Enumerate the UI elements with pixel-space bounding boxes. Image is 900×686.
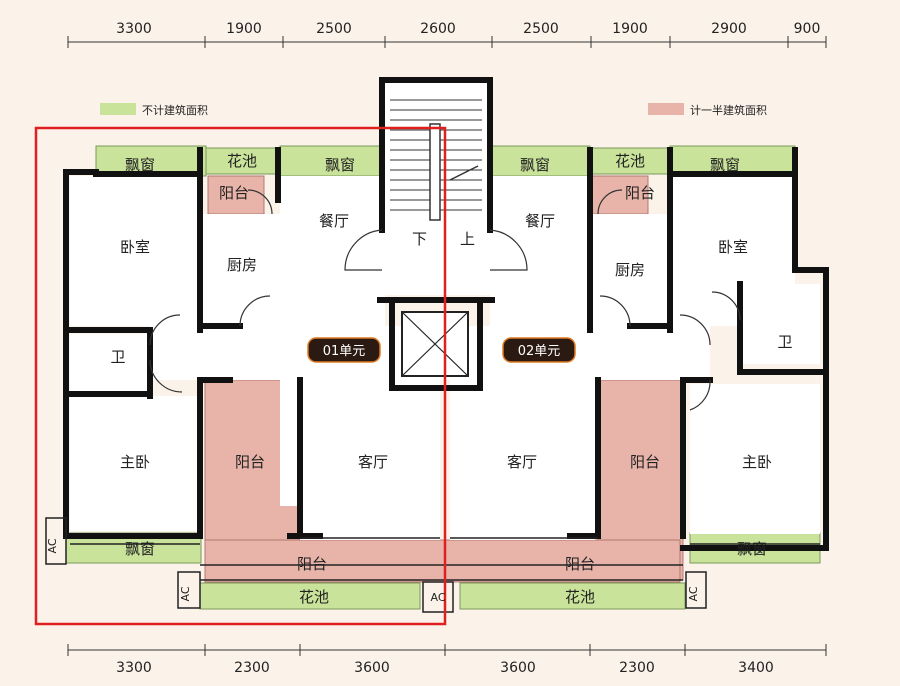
bottom-dim-3: 3600 (354, 660, 390, 676)
ac-label-1: AC (46, 538, 59, 553)
top-dim-2: 1900 (226, 21, 262, 37)
balcony-label-1: 阳台 (219, 184, 249, 202)
bay-window-label-2: 飘窗 (325, 156, 355, 174)
balcony-label-6: 阳台 (565, 555, 595, 573)
bay-window-label-1: 飘窗 (125, 156, 155, 174)
living-label-2: 客厅 (507, 453, 537, 471)
living-label-1: 客厅 (358, 453, 388, 471)
legend-not-counted: 不计建筑面积 (142, 103, 208, 117)
ac-label-2: AC (179, 586, 192, 601)
balcony-label-4: 阳台 (630, 453, 660, 471)
top-dim-7: 2900 (711, 21, 747, 37)
top-dim-3: 2500 (316, 21, 352, 37)
unit01-boundary (34, 126, 447, 626)
planter-label-2: 花池 (615, 152, 645, 170)
bedroom-label-2: 卧室 (718, 238, 748, 256)
top-dim-4: 2600 (420, 21, 456, 37)
legend-half-counted: 计一半建筑面积 (690, 103, 767, 117)
master-label-1: 主卧 (120, 453, 150, 471)
top-dimension-line (67, 36, 827, 48)
bottom-dim-1: 3300 (116, 660, 152, 676)
ac-label-3: AC (430, 591, 445, 604)
bottom-dim-4: 3600 (500, 660, 536, 676)
planter-label-1: 花池 (227, 152, 257, 170)
elevator (401, 311, 469, 377)
door-swings (149, 189, 741, 411)
unit02-badge: 02单元 (502, 337, 576, 363)
bottom-dim-2: 2300 (234, 660, 270, 676)
legend-swatch-not-counted (100, 103, 136, 115)
top-dim-8: 900 (794, 21, 821, 37)
balcony-label-5: 阳台 (297, 555, 327, 573)
dining-label-2: 餐厅 (525, 212, 555, 230)
bay-window-label-3: 飘窗 (520, 156, 550, 174)
stairs-down-label: 下 (412, 230, 427, 248)
master-label-2: 主卧 (742, 453, 772, 471)
unit01-label: 01单元 (323, 344, 366, 359)
bay-window-label-6: 飘窗 (737, 540, 767, 558)
kitchen-label-1: 厨房 (227, 256, 257, 274)
bath-label-2: 卫 (777, 333, 792, 351)
staircase (390, 99, 482, 221)
legend-swatch-half-counted (648, 103, 684, 115)
top-dim-1: 3300 (116, 21, 152, 37)
planter-label-3: 花池 (299, 588, 329, 606)
bottom-dim-6: 3400 (738, 660, 774, 676)
bottom-dim-5: 2300 (619, 660, 655, 676)
balcony-label-3: 阳台 (235, 453, 265, 471)
walls (63, 77, 829, 551)
top-dim-6: 1900 (612, 21, 648, 37)
planter-label-4: 花池 (565, 588, 595, 606)
unit01-badge: 01单元 (307, 337, 381, 363)
kitchen-label-2: 厨房 (615, 261, 645, 279)
stairs-up-label: 上 (460, 230, 475, 248)
bedroom-label-1: 卧室 (120, 238, 150, 256)
bath-label-1: 卫 (110, 348, 125, 366)
unit02-label: 02单元 (518, 344, 561, 359)
balcony-label-2: 阳台 (625, 184, 655, 202)
top-dim-5: 2500 (523, 21, 559, 37)
bay-window-label-4: 飘窗 (710, 156, 740, 174)
dining-label-1: 餐厅 (319, 212, 349, 230)
bay-window-label-5: 飘窗 (125, 540, 155, 558)
wall-details (45, 517, 820, 613)
bottom-dimension-line (67, 644, 827, 656)
ac-label-4: AC (687, 586, 700, 601)
